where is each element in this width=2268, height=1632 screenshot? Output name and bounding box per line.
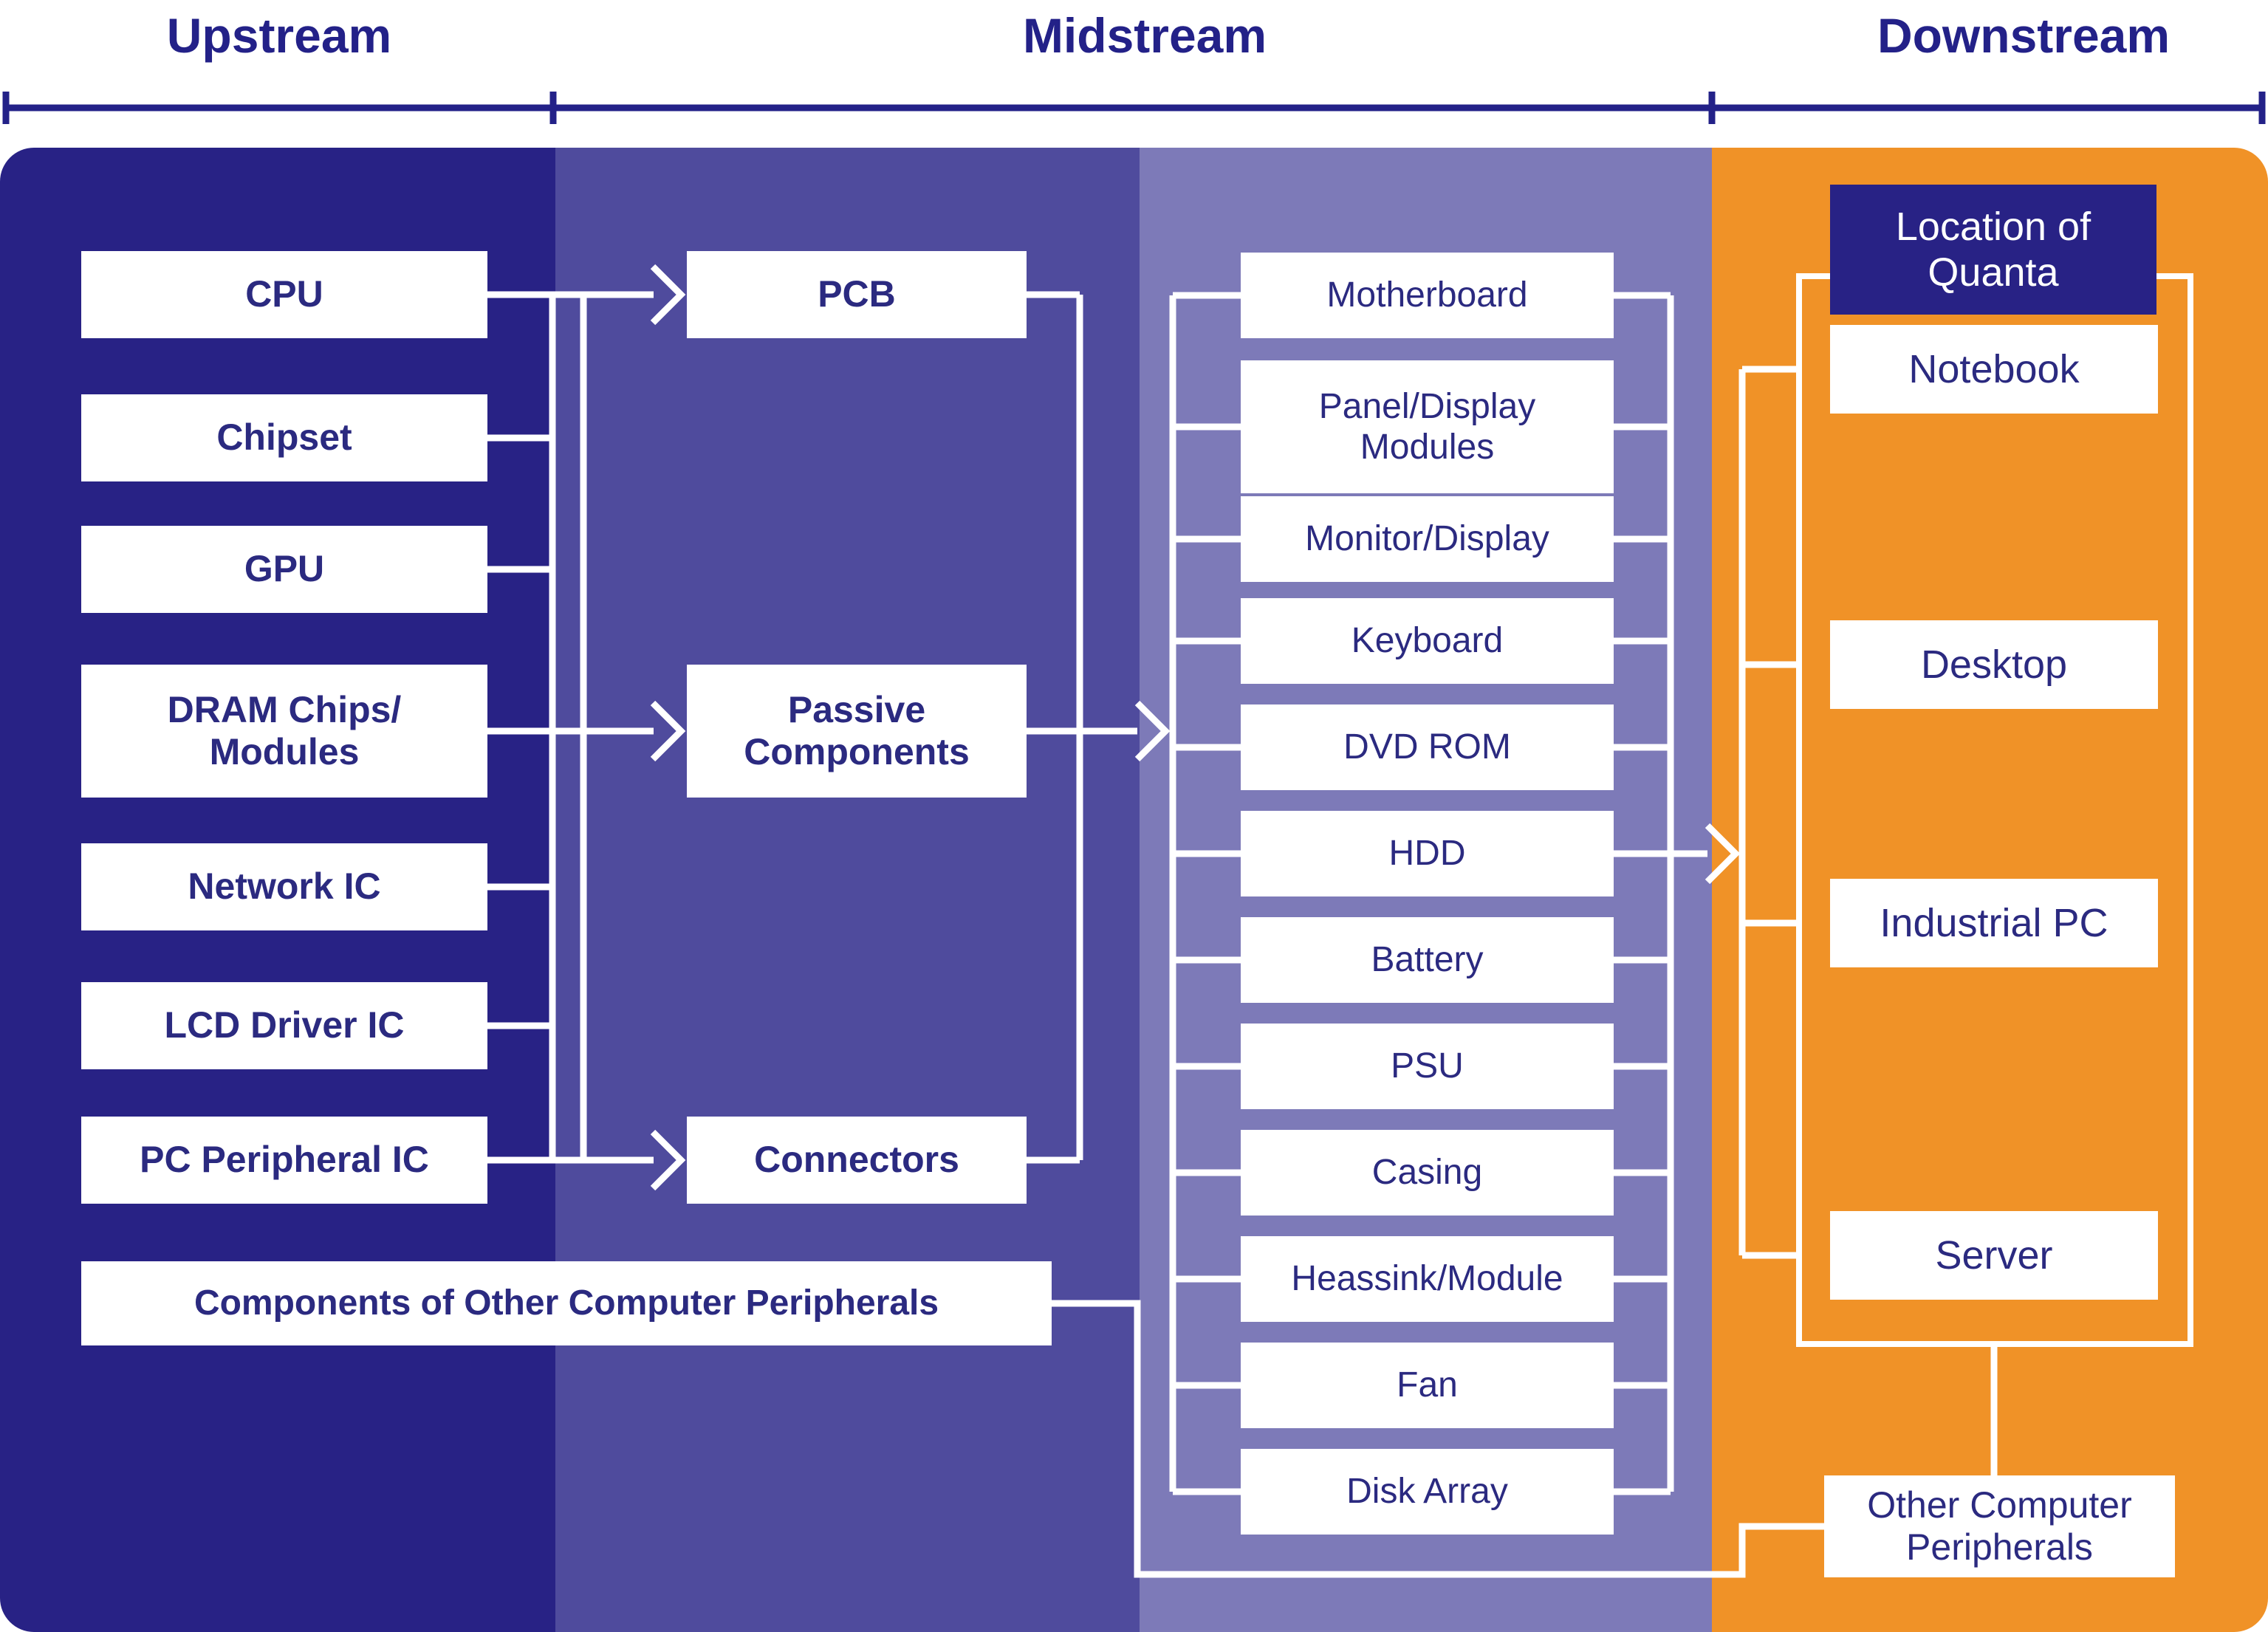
title-downstream: Downstream bbox=[1877, 8, 2171, 63]
assembly-box-monitor: Monitor/Display bbox=[1241, 496, 1614, 582]
assembly-box-disk-array: Disk Array bbox=[1241, 1449, 1614, 1535]
assembly-box-motherboard: Motherboard bbox=[1241, 253, 1614, 338]
assembly-box-heatsink: Heassink/Module bbox=[1241, 1236, 1614, 1322]
midstream-box-connectors: Connectors bbox=[687, 1117, 1027, 1204]
product-box-notebook: Notebook bbox=[1830, 325, 2158, 414]
midstream-box-pcb: PCB bbox=[687, 251, 1027, 338]
assembly-box-casing: Casing bbox=[1241, 1130, 1614, 1216]
assemblies-left-spine bbox=[1169, 292, 1241, 1495]
title-midstream: Midstream bbox=[1022, 8, 1267, 63]
arrow-to-assemblies bbox=[1134, 700, 1171, 762]
upstream-box-network-ic: Network IC bbox=[81, 843, 487, 930]
midstream-components-band bbox=[555, 148, 1140, 1632]
assembly-box-psu: PSU bbox=[1241, 1024, 1614, 1109]
product-box-industrial-pc: Industrial PC bbox=[1830, 879, 2158, 967]
upstream-box-chipset: Chipset bbox=[81, 394, 487, 481]
product-box-other-peripherals: Other Computer Peripherals bbox=[1824, 1475, 2175, 1577]
quanta-products-outline bbox=[1796, 273, 2193, 1347]
assembly-box-keyboard: Keyboard bbox=[1241, 598, 1614, 684]
other-peripherals-routing-path bbox=[1052, 1300, 1824, 1578]
assembly-box-dvd-rom: DVD ROM bbox=[1241, 704, 1614, 790]
assembly-box-hdd: HDD bbox=[1241, 811, 1614, 896]
assemblies-right-spine bbox=[1614, 292, 1707, 1495]
assembly-box-fan: Fan bbox=[1241, 1343, 1614, 1428]
stage-ruler bbox=[2, 92, 2266, 124]
midstream-box-passive: Passive Components bbox=[687, 665, 1027, 798]
product-box-desktop: Desktop bbox=[1830, 620, 2158, 709]
upstream-box-other-components: Components of Other Computer Peripherals bbox=[81, 1261, 1052, 1345]
upstream-box-gpu: GPU bbox=[81, 526, 487, 613]
upstream-box-lcd-driver-ic: LCD Driver IC bbox=[81, 982, 487, 1069]
arrow-to-connectors bbox=[650, 1129, 686, 1191]
assembly-box-battery: Battery bbox=[1241, 917, 1614, 1003]
arrow-to-passive-components bbox=[650, 700, 686, 762]
assembly-box-panel-display: Panel/Display Modules bbox=[1241, 360, 1614, 493]
upstream-box-pc-peripheral-ic: PC Peripheral IC bbox=[81, 1117, 487, 1204]
upstream-box-dram: DRAM Chips/ Modules bbox=[81, 665, 487, 798]
product-box-server: Server bbox=[1830, 1211, 2158, 1300]
title-upstream: Upstream bbox=[166, 8, 392, 63]
component-column-connectors bbox=[1027, 291, 1137, 1164]
arrow-to-quanta bbox=[1705, 823, 1741, 885]
downstream-connectors bbox=[1738, 366, 1799, 1259]
location-of-quanta-badge: Location of Quanta bbox=[1830, 185, 2156, 315]
upstream-box-cpu: CPU bbox=[81, 251, 487, 338]
arrow-to-pcb bbox=[650, 264, 686, 326]
upstream-connectors bbox=[487, 291, 654, 1164]
